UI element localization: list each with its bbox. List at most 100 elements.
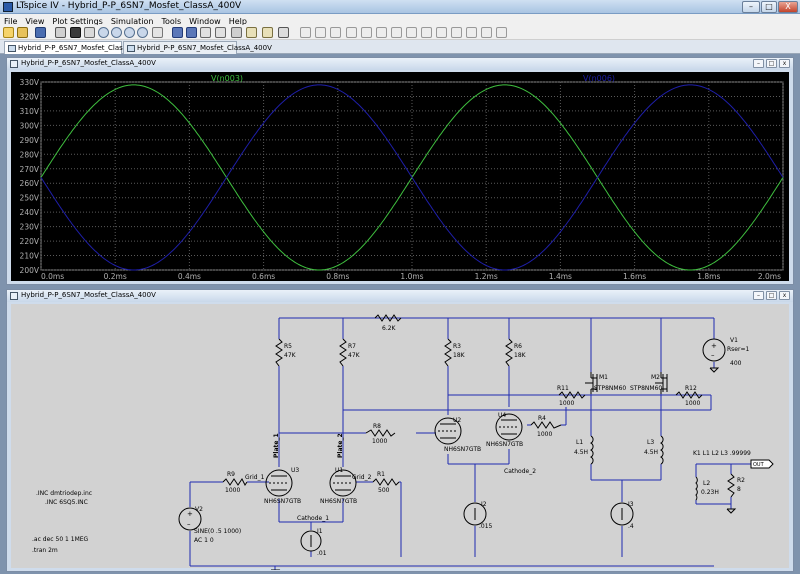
mosfet-m1[interactable] bbox=[585, 372, 598, 394]
undo-icon[interactable] bbox=[451, 27, 462, 38]
current-source-i2[interactable] bbox=[463, 502, 487, 526]
voltage-source-v1[interactable] bbox=[702, 338, 726, 362]
zoom-out-icon[interactable] bbox=[124, 27, 135, 38]
run-icon[interactable] bbox=[70, 27, 81, 38]
resistor-r7[interactable] bbox=[339, 338, 347, 367]
y-tick-label: 250V bbox=[20, 194, 40, 203]
menu-plot-settings[interactable]: Plot Settings bbox=[52, 17, 103, 26]
directive-ac[interactable]: .ac dec 50 1 1MEG bbox=[32, 536, 89, 543]
autorange-icon[interactable] bbox=[152, 27, 163, 38]
menu-window[interactable]: Window bbox=[189, 17, 221, 26]
waveform-window-titlebar[interactable]: Hybrid_P-P_6SN7_Mosfet_ClassA_400V – □ x bbox=[7, 58, 793, 70]
legend-v-n003[interactable]: V(n003) bbox=[211, 74, 243, 83]
waveform-minimize-button[interactable]: – bbox=[753, 59, 764, 68]
current-source-i1[interactable] bbox=[300, 530, 322, 552]
resistor-r9[interactable] bbox=[222, 478, 248, 486]
waveform-plot[interactable]: 200V210V220V230V240V250V260V270V280V290V… bbox=[11, 72, 791, 283]
svg-text:–: – bbox=[711, 351, 715, 359]
minimize-button[interactable]: – bbox=[742, 1, 760, 13]
directive-inc-6sq5[interactable]: .INC 6SQ5.INC bbox=[45, 499, 88, 506]
schematic-close-button[interactable]: x bbox=[779, 291, 790, 300]
copy-icon[interactable] bbox=[246, 27, 257, 38]
paste-icon[interactable] bbox=[262, 27, 273, 38]
close-button[interactable]: X bbox=[778, 1, 798, 13]
schematic-minimize-button[interactable]: – bbox=[753, 291, 764, 300]
trace-v-n006[interactable] bbox=[40, 84, 784, 271]
ground-icon[interactable] bbox=[315, 27, 326, 38]
resistor-r3[interactable] bbox=[444, 338, 452, 367]
zoom-in-icon[interactable] bbox=[98, 27, 109, 38]
tube-u3[interactable] bbox=[265, 469, 293, 497]
resistor-r-top[interactable] bbox=[374, 314, 402, 322]
zoom-pan-icon[interactable] bbox=[111, 27, 122, 38]
resistor-r4[interactable] bbox=[530, 421, 562, 429]
menu-help[interactable]: Help bbox=[228, 17, 247, 26]
legend-v-n006[interactable]: V(n006) bbox=[583, 74, 615, 83]
wire-icon[interactable] bbox=[300, 27, 311, 38]
resistor-r11[interactable] bbox=[558, 391, 586, 399]
menu-file[interactable]: File bbox=[4, 17, 18, 26]
current-source-i3[interactable] bbox=[610, 502, 634, 526]
print-icon[interactable] bbox=[278, 27, 289, 38]
resistor-r6[interactable] bbox=[505, 338, 513, 367]
tube-u2[interactable] bbox=[434, 417, 462, 445]
schematic-drawing[interactable]: +– +– R5 47K R7 47K 6.2K bbox=[11, 304, 791, 574]
schematic-maximize-button[interactable]: □ bbox=[766, 291, 777, 300]
move-icon[interactable] bbox=[421, 27, 432, 38]
inductor-l1[interactable] bbox=[589, 435, 594, 465]
control-panel-icon[interactable] bbox=[55, 27, 66, 38]
menu-tools[interactable]: Tools bbox=[161, 17, 182, 26]
new-schematic-icon[interactable] bbox=[3, 27, 14, 38]
find-icon[interactable] bbox=[215, 27, 226, 38]
resistor-r12[interactable] bbox=[675, 391, 703, 399]
waveform-close-button[interactable]: x bbox=[779, 59, 790, 68]
inductor-icon[interactable] bbox=[376, 27, 387, 38]
schematic-canvas[interactable]: +– +– R5 47K R7 47K 6.2K bbox=[11, 304, 791, 574]
capacitor-icon[interactable] bbox=[361, 27, 372, 38]
close-window-icon[interactable] bbox=[200, 27, 211, 38]
directive-inc-dmtriodep[interactable]: .INC dmtriodep.inc bbox=[36, 490, 92, 497]
inductor-l3[interactable] bbox=[659, 435, 664, 465]
mosfet-m2[interactable] bbox=[655, 372, 668, 394]
app-titlebar[interactable]: LTspice IV - Hybrid_P-P_6SN7_Mosfet_Clas… bbox=[0, 0, 800, 14]
save-icon[interactable] bbox=[35, 27, 46, 38]
toolbar bbox=[0, 25, 800, 40]
tube-u1[interactable] bbox=[329, 469, 357, 497]
tile-windows-icon[interactable] bbox=[172, 27, 183, 38]
open-folder-icon[interactable] bbox=[17, 27, 28, 38]
diode-icon[interactable] bbox=[391, 27, 402, 38]
label-r12-name: R12 bbox=[685, 385, 697, 392]
schematic-window[interactable]: Hybrid_P-P_6SN7_Mosfet_ClassA_400V – □ x bbox=[6, 289, 794, 574]
zoom-fit-icon[interactable] bbox=[137, 27, 148, 38]
resistor-r8[interactable] bbox=[365, 429, 396, 437]
tube-u4[interactable] bbox=[495, 413, 523, 441]
directive-tran[interactable]: .tran 2m bbox=[32, 547, 58, 554]
inductor-l2[interactable] bbox=[695, 476, 698, 501]
label-net-icon[interactable] bbox=[330, 27, 341, 38]
directive-coupling[interactable]: K1 L1 L2 L3 .99999 bbox=[693, 450, 751, 457]
schematic-window-titlebar[interactable]: Hybrid_P-P_6SN7_Mosfet_ClassA_400V – □ x bbox=[7, 290, 793, 302]
cut-icon[interactable] bbox=[231, 27, 242, 38]
resistor-r1[interactable] bbox=[372, 478, 400, 486]
resistor-r5[interactable] bbox=[275, 338, 283, 367]
spice-directive-icon[interactable] bbox=[496, 27, 507, 38]
out-net-flag[interactable] bbox=[750, 459, 774, 469]
menu-view[interactable]: View bbox=[25, 17, 45, 26]
resistor-r2[interactable] bbox=[727, 473, 735, 498]
tab-waveform[interactable]: Hybrid_P-P_6SN7_Mosfet_ClassA_400V bbox=[123, 41, 272, 54]
text-icon[interactable] bbox=[481, 27, 492, 38]
drag-icon[interactable] bbox=[436, 27, 447, 38]
menu-simulation[interactable]: Simulation bbox=[110, 17, 154, 26]
cascade-windows-icon[interactable] bbox=[186, 27, 197, 38]
tab-schematic[interactable]: Hybrid_P-P_6SN7_Mosfet_ClassA_400V bbox=[4, 41, 153, 54]
waveform-maximize-button[interactable]: □ bbox=[766, 59, 777, 68]
redo-icon[interactable] bbox=[466, 27, 477, 38]
waveform-window[interactable]: Hybrid_P-P_6SN7_Mosfet_ClassA_400V – □ x… bbox=[6, 57, 794, 285]
halt-icon[interactable] bbox=[84, 27, 95, 38]
voltage-source-v2[interactable] bbox=[178, 507, 202, 531]
component-icon[interactable] bbox=[406, 27, 417, 38]
label-u2-value: NH6SN7GTB bbox=[444, 446, 481, 453]
resistor-icon[interactable] bbox=[346, 27, 357, 38]
maximize-button[interactable]: □ bbox=[761, 1, 777, 13]
